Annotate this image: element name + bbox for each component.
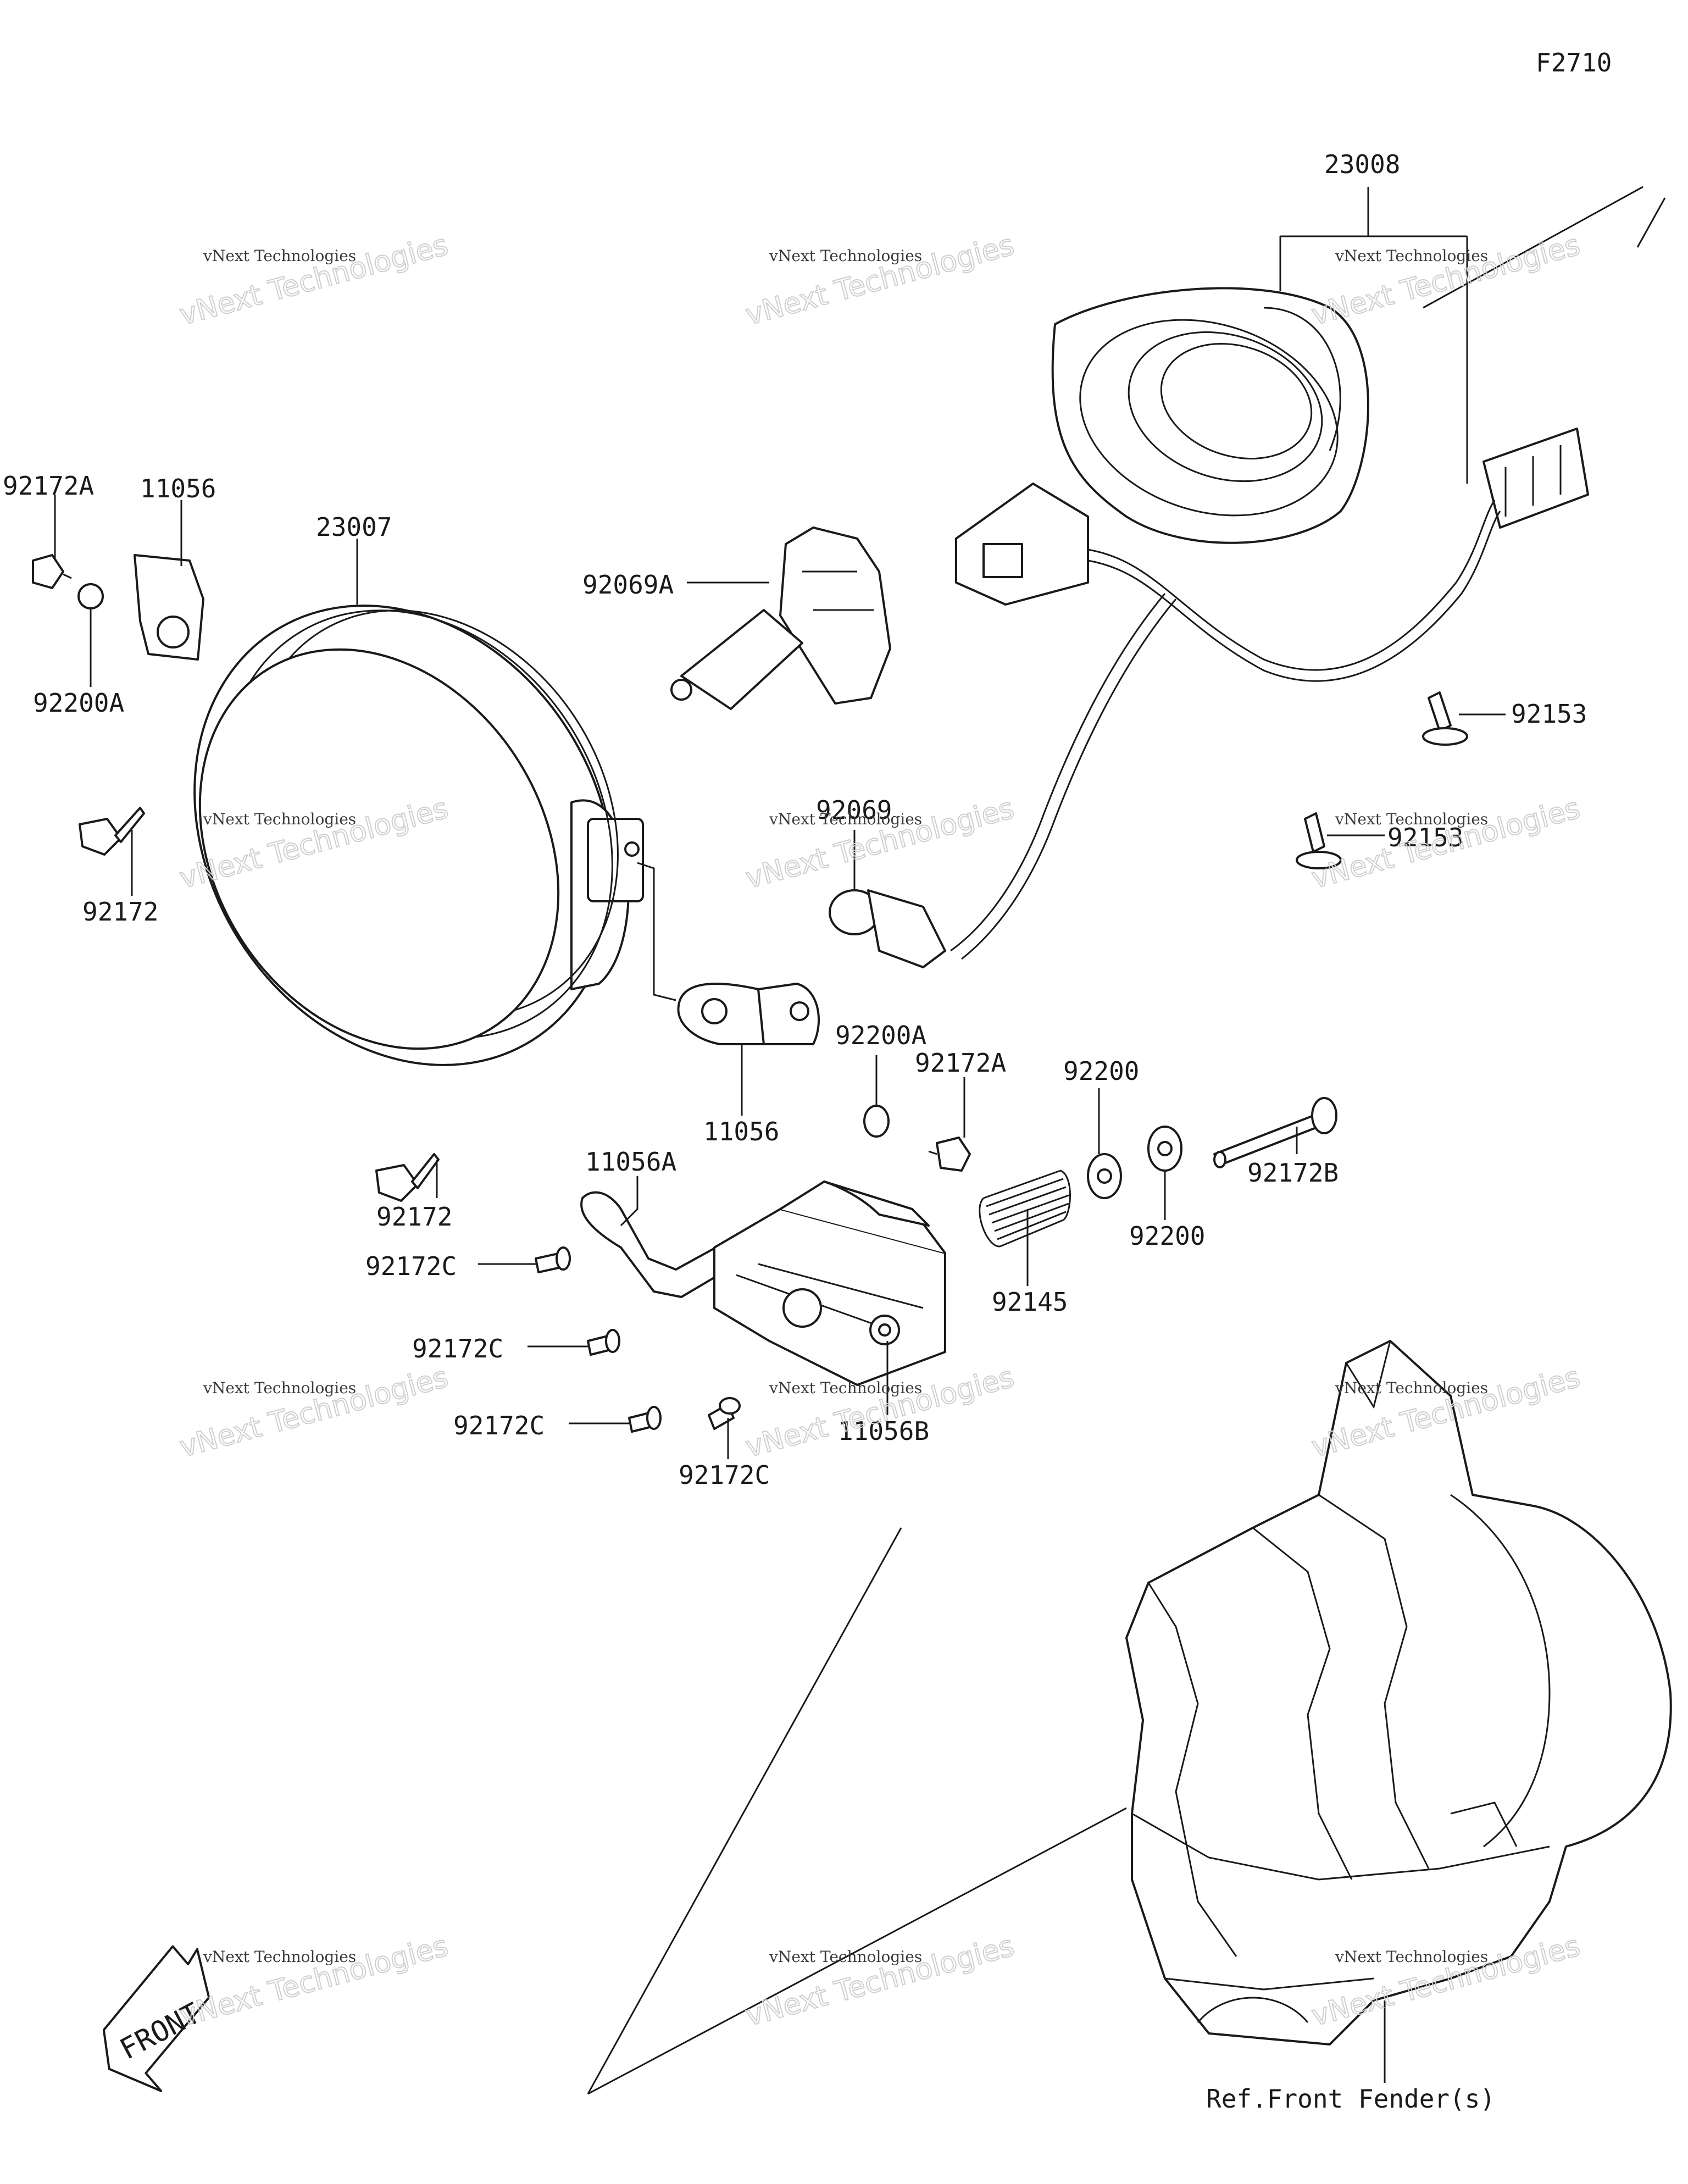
- callout-92069A: 92069A: [582, 570, 674, 600]
- harness-wires: [950, 500, 1501, 960]
- callout-23008: 23008: [1324, 149, 1400, 179]
- svg-text:vNext Technologies: vNext Technologies: [742, 1930, 1018, 2033]
- connector-23008-right: [1482, 428, 1589, 529]
- svg-text:vNext Technologies: vNext Technologies: [769, 1379, 922, 1397]
- svg-text:vNext Technologies: vNext Technologies: [1335, 247, 1488, 265]
- spring-92145: [979, 1169, 1071, 1248]
- callout-92172C-4: 92172C: [679, 1460, 770, 1490]
- screw-92172-left: [79, 807, 145, 856]
- callout-labels: 23008 92172A 11056 23007 92069A 92200A 9…: [3, 149, 1587, 2114]
- callout-92153-a: 92153: [1511, 699, 1587, 729]
- callout-92172-top: 92172: [82, 897, 158, 927]
- screw-92172-low: [375, 1153, 440, 1202]
- svg-text:vNext Technologies: vNext Technologies: [1335, 1948, 1488, 1966]
- screw-92153-b: [1296, 812, 1342, 869]
- svg-text:vNext Technologies: vNext Technologies: [769, 247, 922, 265]
- leader-lines: [54, 187, 1506, 2083]
- socket-23008: [1051, 287, 1369, 544]
- screw-92172A-mid: [928, 1137, 971, 1172]
- callout-92172-low: 92172: [376, 1202, 452, 1232]
- callout-11056B: 11056B: [838, 1416, 929, 1446]
- svg-text:vNext Technologies: vNext Technologies: [176, 1930, 452, 2033]
- reference-label: Ref.Front Fender(s): [1206, 2084, 1495, 2114]
- bulb-92069A: [670, 526, 891, 710]
- screw-92172C-2: [587, 1329, 620, 1356]
- screw-92172C-4: [708, 1397, 741, 1430]
- svg-text:vNext Technologies: vNext Technologies: [176, 229, 452, 332]
- bracket-11056A: [580, 1180, 946, 1386]
- callout-11056-top: 11056: [140, 474, 216, 503]
- callout-92172C-2: 92172C: [412, 1334, 503, 1363]
- callout-92172A-top: 92172A: [3, 471, 94, 501]
- screw-92172C-1: [535, 1246, 571, 1273]
- screw-92153-a: [1422, 691, 1468, 746]
- washer-92200A-left: [77, 583, 104, 609]
- callout-92200-a: 92200: [1063, 1056, 1139, 1086]
- watermark: vNext Technologies vNext Technologies: [176, 1360, 452, 1465]
- callout-92172C-3: 92172C: [453, 1411, 545, 1440]
- figure-id: F2710: [1536, 48, 1612, 77]
- watermark: vNext Technologies vNext Technologies: [176, 1929, 452, 2033]
- svg-text:vNext Technologies: vNext Technologies: [176, 1361, 452, 1464]
- callout-11056A: 11056A: [585, 1147, 676, 1177]
- bracket-11056-top: [134, 554, 204, 661]
- connector-23008-left: [955, 483, 1089, 606]
- bulb-92069: [829, 889, 946, 968]
- svg-text:vNext Technologies: vNext Technologies: [203, 810, 356, 828]
- callout-92172A-mid: 92172A: [915, 1048, 1006, 1078]
- callout-92145: 92145: [992, 1287, 1068, 1317]
- svg-text:vNext Technologies: vNext Technologies: [1308, 229, 1584, 332]
- headlight-23007: [193, 605, 644, 1066]
- callout-92172C-1: 92172C: [365, 1251, 457, 1281]
- watermark: vNext Technologies vNext Technologies: [176, 228, 452, 332]
- watermark: vNext Technologies vNext Technologies: [1308, 791, 1584, 896]
- callout-92172B: 92172B: [1247, 1158, 1339, 1188]
- svg-text:vNext Technologies: vNext Technologies: [1308, 792, 1584, 895]
- svg-text:vNext Technologies: vNext Technologies: [203, 247, 356, 265]
- bracket-11056-mid: [677, 983, 820, 1045]
- svg-text:vNext Technologies: vNext Technologies: [742, 229, 1018, 332]
- svg-text:vNext Technologies: vNext Technologies: [769, 1948, 922, 1966]
- watermark: vNext Technologies vNext Technologies: [742, 1929, 1018, 2033]
- callout-92069: 92069: [816, 795, 892, 825]
- svg-text:vNext Technologies: vNext Technologies: [769, 810, 922, 828]
- screw-92172A-top: [32, 554, 72, 589]
- callout-11056-mid: 11056: [703, 1117, 779, 1146]
- bolt-92172B: [1213, 1097, 1337, 1168]
- svg-text:vNext Technologies: vNext Technologies: [203, 1379, 356, 1397]
- washer-92200A-mid: [863, 1105, 890, 1138]
- guide-lines: [587, 186, 1666, 2095]
- front-fender-reference: [1125, 1340, 1672, 2046]
- callout-92200-b: 92200: [1129, 1221, 1205, 1251]
- svg-text:vNext Technologies: vNext Technologies: [1335, 810, 1488, 828]
- watermark: vNext Technologies vNext Technologies: [742, 228, 1018, 332]
- callout-92200A-left: 92200A: [33, 688, 124, 718]
- callout-23007: 23007: [316, 512, 392, 542]
- svg-text:vNext Technologies: vNext Technologies: [1335, 1379, 1488, 1397]
- callout-92153-b: 92153: [1387, 823, 1463, 852]
- watermark: vNext Technologies vNext Technologies: [1308, 228, 1584, 332]
- svg-text:vNext Technologies: vNext Technologies: [203, 1948, 356, 1966]
- callout-92200A-mid: 92200A: [835, 1021, 926, 1050]
- screw-92172C-3: [628, 1406, 662, 1433]
